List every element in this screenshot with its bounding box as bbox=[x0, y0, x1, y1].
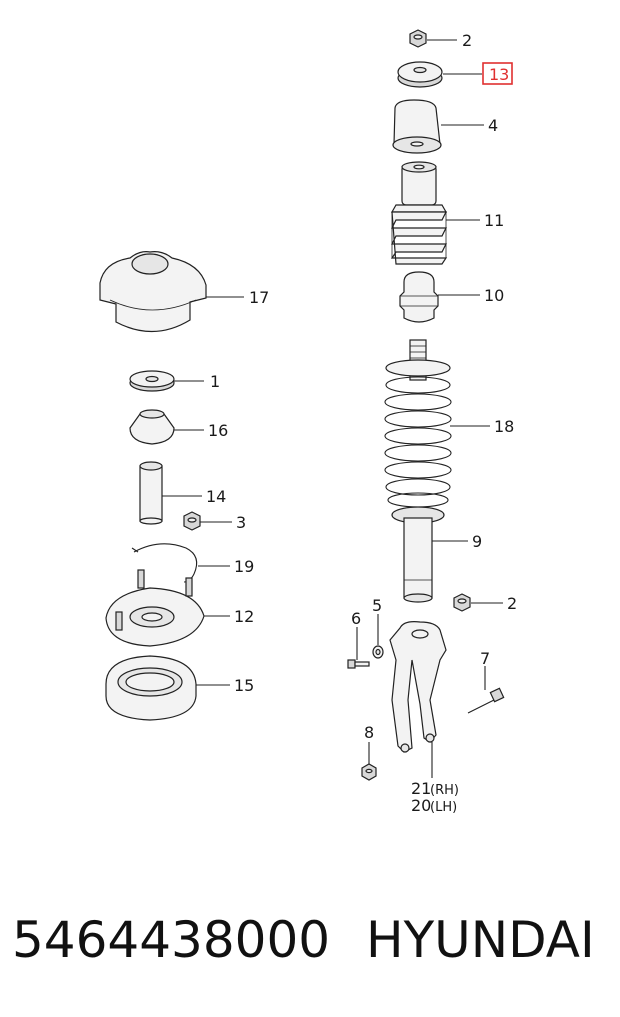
callout-16: 16 bbox=[208, 421, 228, 440]
spacer-tube-part bbox=[139, 461, 202, 525]
washer-1-part bbox=[129, 370, 204, 392]
nut-top-part bbox=[409, 29, 457, 48]
coil-spring-part bbox=[384, 339, 490, 508]
washer-5-part bbox=[372, 614, 384, 659]
bellows-part bbox=[390, 161, 480, 265]
callout-21-suffix: (RH) bbox=[430, 783, 459, 798]
part-number: 5464438000 bbox=[12, 911, 331, 969]
brand-name: HYUNDAI bbox=[366, 911, 595, 969]
bolt-7-part bbox=[467, 666, 505, 714]
callout-21: 21 bbox=[411, 779, 431, 798]
dust-cover-cup-part bbox=[392, 99, 484, 154]
callout-3: 3 bbox=[236, 513, 246, 532]
nut-3-part bbox=[183, 511, 232, 531]
callout-18: 18 bbox=[494, 417, 514, 436]
callout-19: 19 bbox=[234, 557, 254, 576]
callout-20-suffix: (LH) bbox=[430, 800, 457, 815]
bump-stop-part bbox=[399, 271, 480, 323]
callout-4: 4 bbox=[488, 116, 498, 135]
callout-6: 6 bbox=[351, 609, 361, 628]
callout-11: 11 bbox=[484, 211, 504, 230]
callout-20: 20 bbox=[411, 796, 431, 815]
callout-7: 7 bbox=[480, 649, 490, 668]
callout-17: 17 bbox=[249, 288, 269, 307]
clip-19-part bbox=[131, 543, 230, 583]
mount-plate-part bbox=[105, 569, 230, 647]
callout-8: 8 bbox=[364, 723, 374, 742]
callout-2-top: 2 bbox=[462, 31, 472, 50]
callout-1: 1 bbox=[210, 372, 220, 391]
callout-13[interactable]: 13 bbox=[489, 65, 509, 84]
callout-9: 9 bbox=[472, 532, 482, 551]
callout-5: 5 bbox=[372, 596, 382, 615]
highlight-box-13 bbox=[482, 62, 513, 85]
top-mount-part bbox=[99, 251, 244, 333]
rubber-seat-part bbox=[105, 655, 230, 721]
callout-2-mid: 2 bbox=[507, 594, 517, 613]
bolt-6-part bbox=[347, 627, 370, 669]
callout-15: 15 bbox=[234, 676, 254, 695]
nut-8-part bbox=[361, 742, 377, 781]
bump-stop-cap-part bbox=[397, 61, 482, 88]
nut-mid-part bbox=[453, 593, 503, 612]
exploded-view-svg: 2 13 4 11 10 bbox=[99, 29, 517, 815]
strut-body-part bbox=[391, 506, 468, 603]
insulator-16-part bbox=[129, 409, 204, 445]
callout-14: 14 bbox=[206, 487, 226, 506]
callout-12: 12 bbox=[234, 607, 254, 626]
footer-caption: 5464438000 HYUNDAI bbox=[0, 905, 620, 975]
callout-10: 10 bbox=[484, 286, 504, 305]
fork-part bbox=[389, 621, 447, 778]
